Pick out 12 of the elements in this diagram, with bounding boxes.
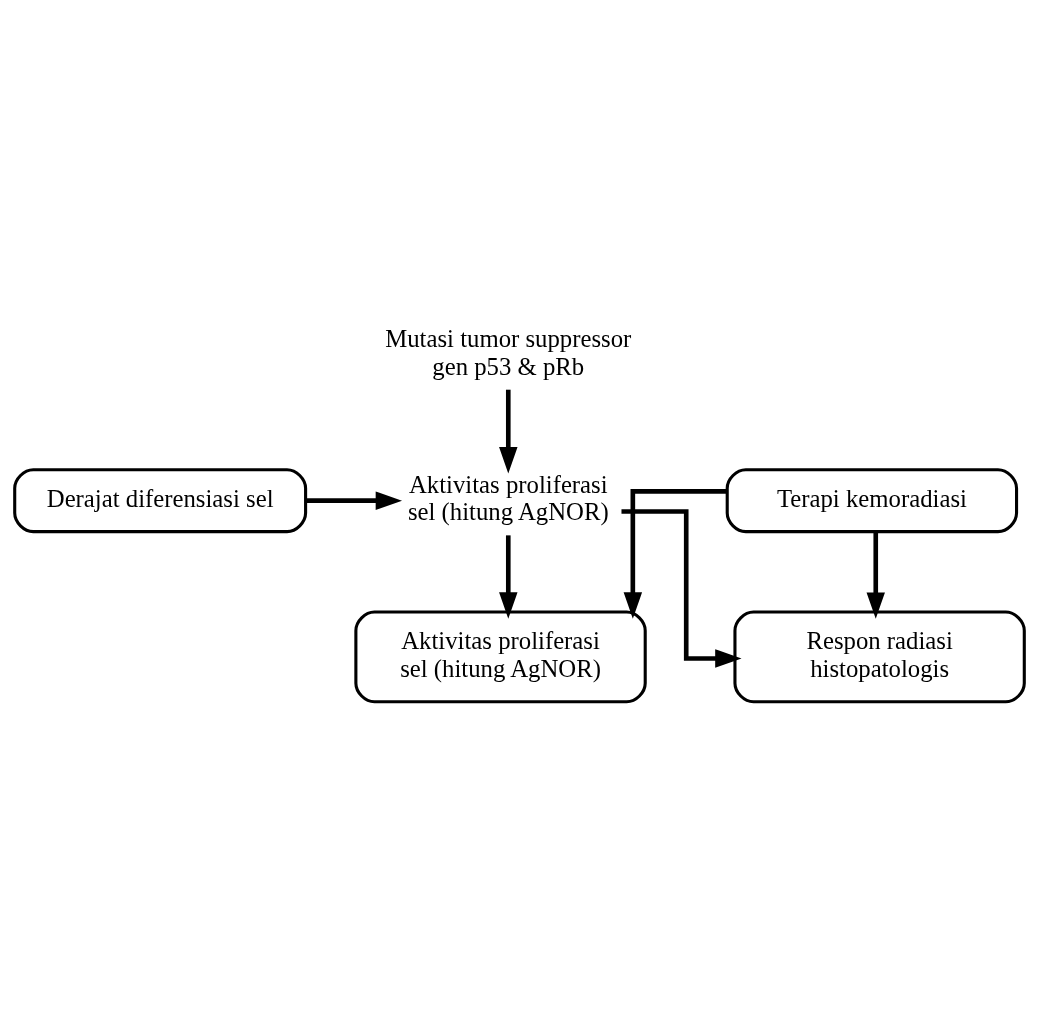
node-text: Mutasi tumor suppressor gen p53 & pRb: [385, 325, 632, 381]
arrow: [621, 509, 742, 668]
arrow: [866, 532, 885, 619]
node-box: Derajat diferensiasi sel: [13, 468, 308, 534]
arrow: [499, 389, 518, 474]
node-box: Respon radiasi histopatologis: [733, 610, 1026, 704]
arrow: [623, 489, 727, 619]
arrow: [499, 535, 518, 619]
node-box: Terapi kemoradiasi: [725, 468, 1019, 534]
arrow: [305, 491, 403, 510]
node-box: Aktivitas proliferasi sel (hitung AgNOR): [354, 610, 647, 704]
node-text: Aktivitas proliferasi sel (hitung AgNOR): [407, 470, 609, 526]
